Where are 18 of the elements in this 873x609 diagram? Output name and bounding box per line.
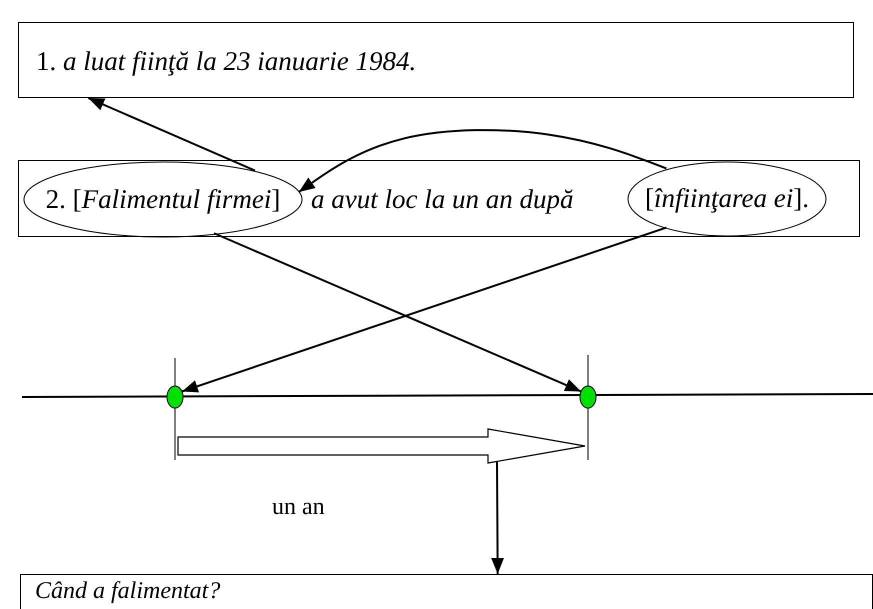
sentence: 2. [Falimentul firmei] [46,184,280,214]
sentence: Când a falimentat? [35,578,220,604]
text-box [18,160,860,237]
sentence: a avut loc la un an după [311,185,574,215]
sentence: [înfiinţarea ei]. [645,184,809,214]
duration-label: un an [272,494,325,520]
arrow [88,97,256,172]
arrow [491,462,504,574]
timeline-point [166,385,184,409]
arrow [214,232,582,392]
arrow [298,129,667,193]
sentence: 1. a luat fiinţă la 23 ianuarie 1984. [36,47,416,77]
text-box [20,574,873,609]
arrow [182,226,667,392]
timeline-point [579,385,597,409]
ellipse-highlight [627,161,827,237]
ellipse-highlight [23,161,303,238]
text-box [18,22,854,98]
